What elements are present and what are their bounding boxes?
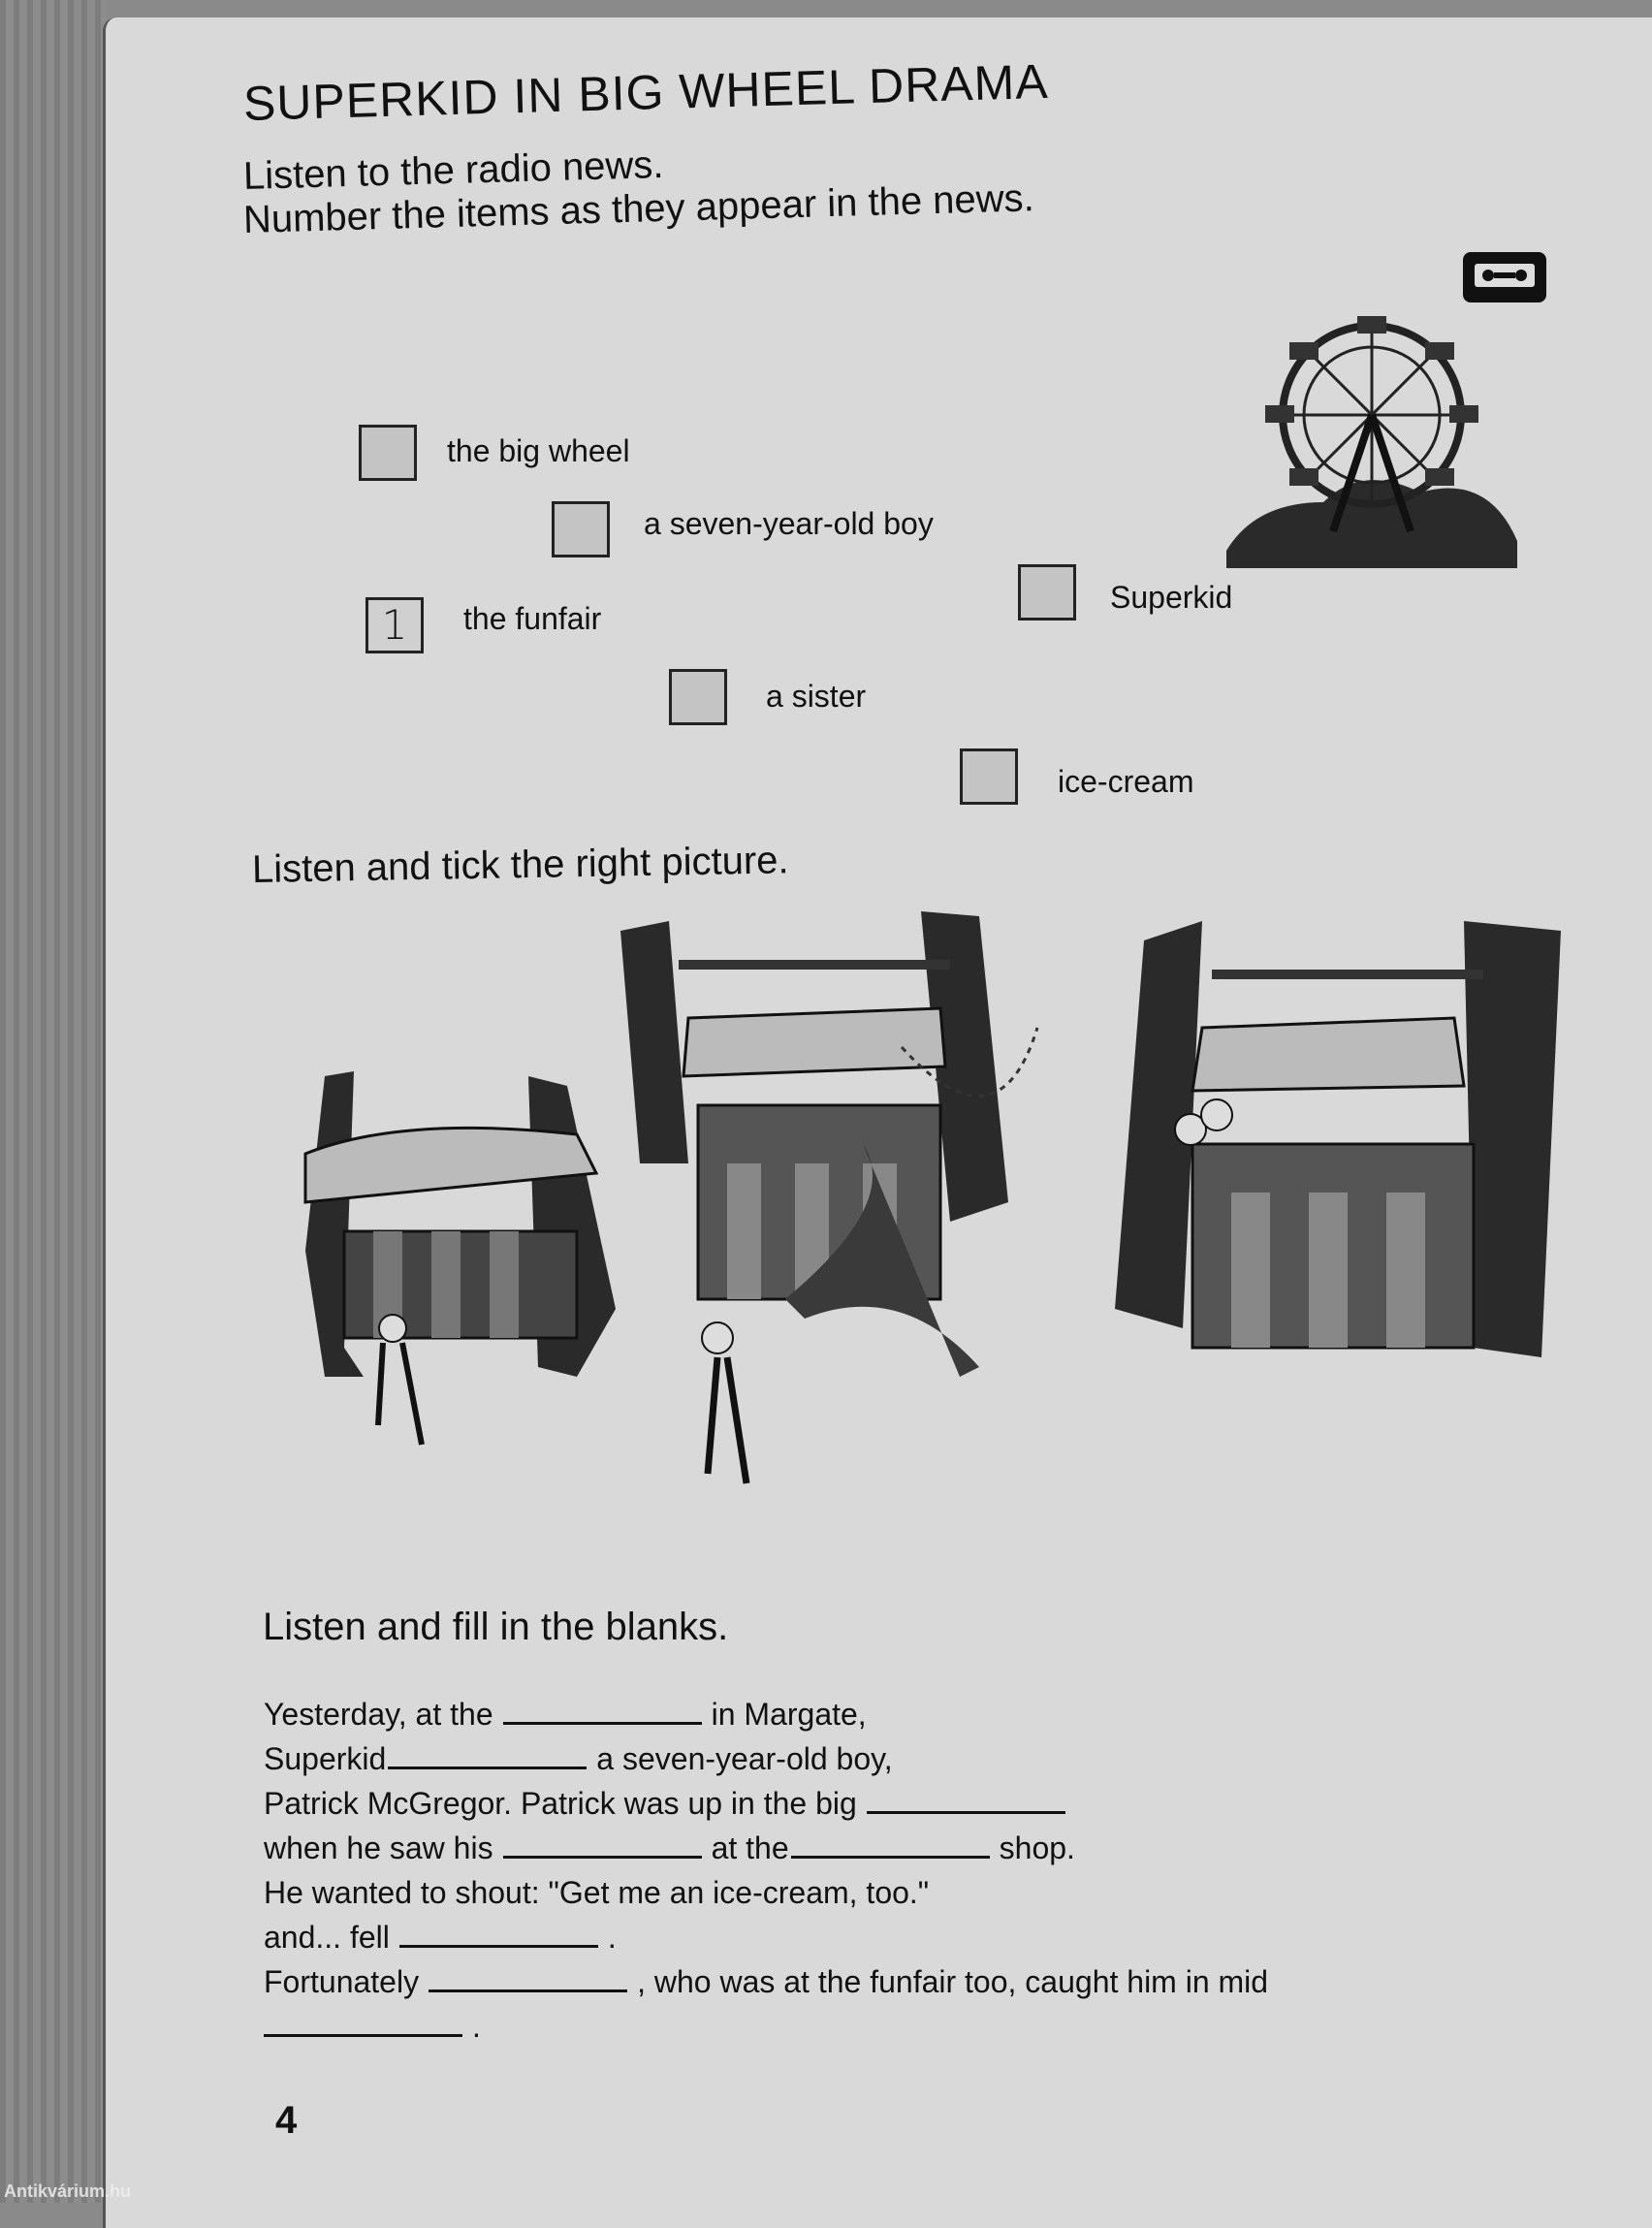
picture-option-2[interactable] xyxy=(611,911,1076,1503)
picture-option-3[interactable] xyxy=(1096,921,1571,1367)
fill-line-7: Fortunately , who was at the funfair too,… xyxy=(264,1962,1268,2001)
text: He wanted to shout: "Get me an ice-cream… xyxy=(264,1875,930,1910)
number-box-funfair[interactable]: 1 xyxy=(365,597,424,653)
number-box-superkid[interactable] xyxy=(1018,564,1076,621)
blank-4[interactable] xyxy=(502,1830,702,1859)
text: and... fell xyxy=(264,1920,390,1955)
text: shop. xyxy=(999,1830,1075,1865)
text: Yesterday, at the xyxy=(264,1697,493,1732)
text: when he saw his xyxy=(264,1830,493,1865)
blank-8[interactable] xyxy=(264,2009,462,2037)
watermark: Antikvárium.hu xyxy=(4,2181,132,2201)
fill-line-2: Superkid a seven-year-old boy, xyxy=(264,1739,893,1778)
fill-line-8: . xyxy=(264,2007,481,2046)
item-label-big-wheel: the big wheel xyxy=(447,433,630,468)
fill-line-5: He wanted to shout: "Get me an ice-cream… xyxy=(264,1873,929,1912)
item-label-funfair: the funfair xyxy=(463,601,602,636)
number-box-ice-cream[interactable] xyxy=(960,748,1018,805)
fill-line-3: Patrick McGregor. Patrick was up in the … xyxy=(264,1784,1075,1823)
fill-heading: Listen and fill in the blanks. xyxy=(263,1606,729,1648)
blank-1[interactable] xyxy=(502,1697,702,1725)
page-number: 4 xyxy=(275,2099,298,2142)
text: in Margate, xyxy=(711,1697,867,1732)
fill-line-6: and... fell. xyxy=(264,1918,617,1957)
ferris-wheel-illustration xyxy=(1226,316,1517,568)
text: a seven-year-old boy, xyxy=(596,1741,893,1776)
text: Superkid xyxy=(264,1741,387,1776)
text: , who was at the funfair too, caught him… xyxy=(637,1964,1269,1999)
item-label-ice-cream: ice-cream xyxy=(1058,764,1194,799)
number-box-sister[interactable] xyxy=(669,669,727,725)
item-label-sister: a sister xyxy=(766,679,867,714)
fill-line-1: Yesterday, at the in Margate, xyxy=(264,1695,867,1734)
cassette-icon xyxy=(1463,252,1546,302)
item-label-superkid: Superkid xyxy=(1110,580,1233,615)
blank-5[interactable] xyxy=(790,1830,990,1859)
text: at the xyxy=(711,1830,789,1865)
blank-2[interactable] xyxy=(388,1741,588,1769)
text: Patrick McGregor. Patrick was up in the … xyxy=(264,1786,857,1821)
item-label-boy: a seven-year-old boy xyxy=(644,506,934,541)
fill-line-4: when he saw his at the shop. xyxy=(264,1829,1075,1867)
number-box-big-wheel[interactable] xyxy=(359,425,417,481)
text: . xyxy=(607,1920,617,1955)
background-surface xyxy=(0,0,107,2203)
blank-6[interactable] xyxy=(398,1920,598,1948)
text: Fortunately xyxy=(264,1964,420,1999)
number-box-boy[interactable] xyxy=(552,501,610,557)
picture-option-1[interactable] xyxy=(286,1057,625,1483)
blank-7[interactable] xyxy=(429,1964,628,1992)
text: . xyxy=(472,2009,481,2044)
blank-3[interactable] xyxy=(866,1786,1065,1814)
